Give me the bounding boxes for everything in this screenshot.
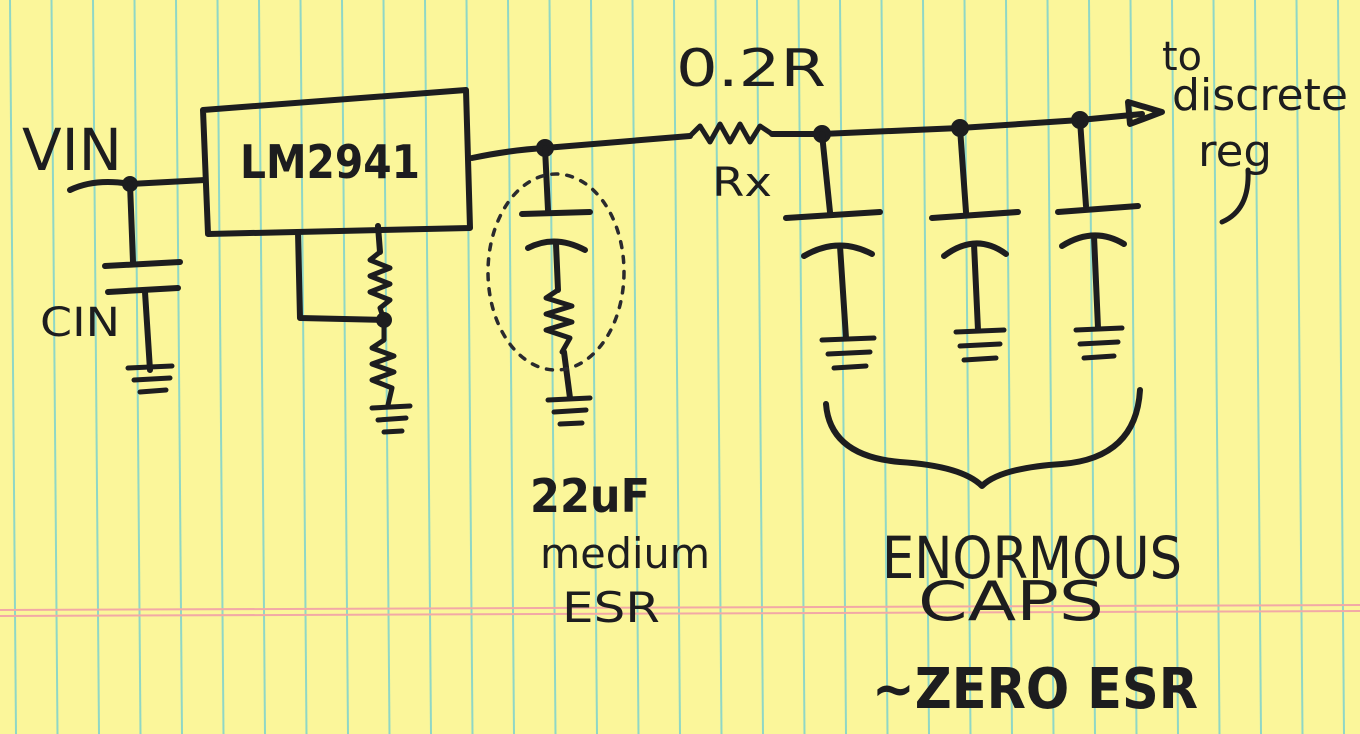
divider-top-lead	[375, 223, 383, 255]
cin-plate-top	[102, 259, 183, 269]
rx-value-label: 0.2R	[676, 39, 826, 99]
ruled-line	[631, 0, 640, 734]
ruled-line	[216, 0, 225, 734]
enormous-cap-2	[929, 125, 1021, 363]
adjust-pin-wire	[295, 229, 388, 323]
ruled-line	[714, 0, 723, 734]
divider-ground-icon	[369, 403, 413, 435]
ruled-line	[590, 0, 598, 734]
cap22-plate-top	[519, 209, 593, 217]
margin-line-2	[0, 610, 1360, 617]
ruled-line	[880, 0, 889, 734]
output-reg-label: reg	[1198, 126, 1272, 177]
cap22-value-label: 22uF	[530, 469, 650, 523]
rx-resistor	[687, 121, 775, 145]
divider-resistor-lower	[369, 317, 397, 408]
caps-label: CAPS	[918, 570, 1104, 633]
cin-bottom-lead	[142, 289, 153, 373]
enormous-label: ENORMOUS	[882, 524, 1182, 592]
ruled-line	[673, 0, 681, 734]
output-to-label: to	[1162, 34, 1202, 80]
cap22-bottom-lead	[561, 349, 573, 401]
cap22-top-lead	[542, 145, 551, 213]
enormous-cap-1	[783, 131, 883, 371]
rx-name-label: Rx	[712, 160, 772, 206]
lm2941-regulator-box	[200, 87, 473, 237]
cap22-mid-lead	[553, 241, 561, 293]
output-discrete-label: discrete	[1172, 70, 1348, 121]
ruled-line	[258, 0, 266, 734]
reg-descender	[1219, 167, 1251, 225]
esr-highlight-ellipse	[486, 172, 626, 372]
ruled-line	[797, 0, 806, 734]
cin-top-lead	[127, 181, 136, 265]
cap22-esr-label: ESR	[562, 583, 660, 632]
ruled-line	[175, 0, 183, 734]
ruled-line	[548, 0, 557, 734]
caps-brace	[823, 387, 1143, 489]
output-arrow-icon	[1125, 99, 1165, 127]
ruled-line	[92, 0, 100, 734]
ruled-line	[341, 0, 349, 734]
regulator-label: LM2941	[240, 135, 420, 189]
vin-label: VIN	[22, 116, 122, 184]
ruled-line	[50, 0, 59, 734]
cap22-ground-icon	[545, 395, 593, 427]
enormous-cap-3	[1055, 117, 1141, 361]
divider-resistor-upper	[367, 249, 393, 323]
cap22-medium-label: medium	[540, 529, 710, 578]
zero-esr-label: ~ZERO ESR	[872, 657, 1198, 722]
margin-line	[0, 604, 1360, 611]
cin-ground-icon	[125, 363, 175, 395]
ruled-line	[507, 0, 515, 734]
ruled-line	[756, 0, 764, 734]
cin-label: CIN	[40, 300, 120, 346]
ruled-line	[299, 0, 308, 734]
ruled-line	[9, 0, 17, 734]
esr-resistor	[543, 287, 575, 355]
ruled-line	[424, 0, 432, 734]
